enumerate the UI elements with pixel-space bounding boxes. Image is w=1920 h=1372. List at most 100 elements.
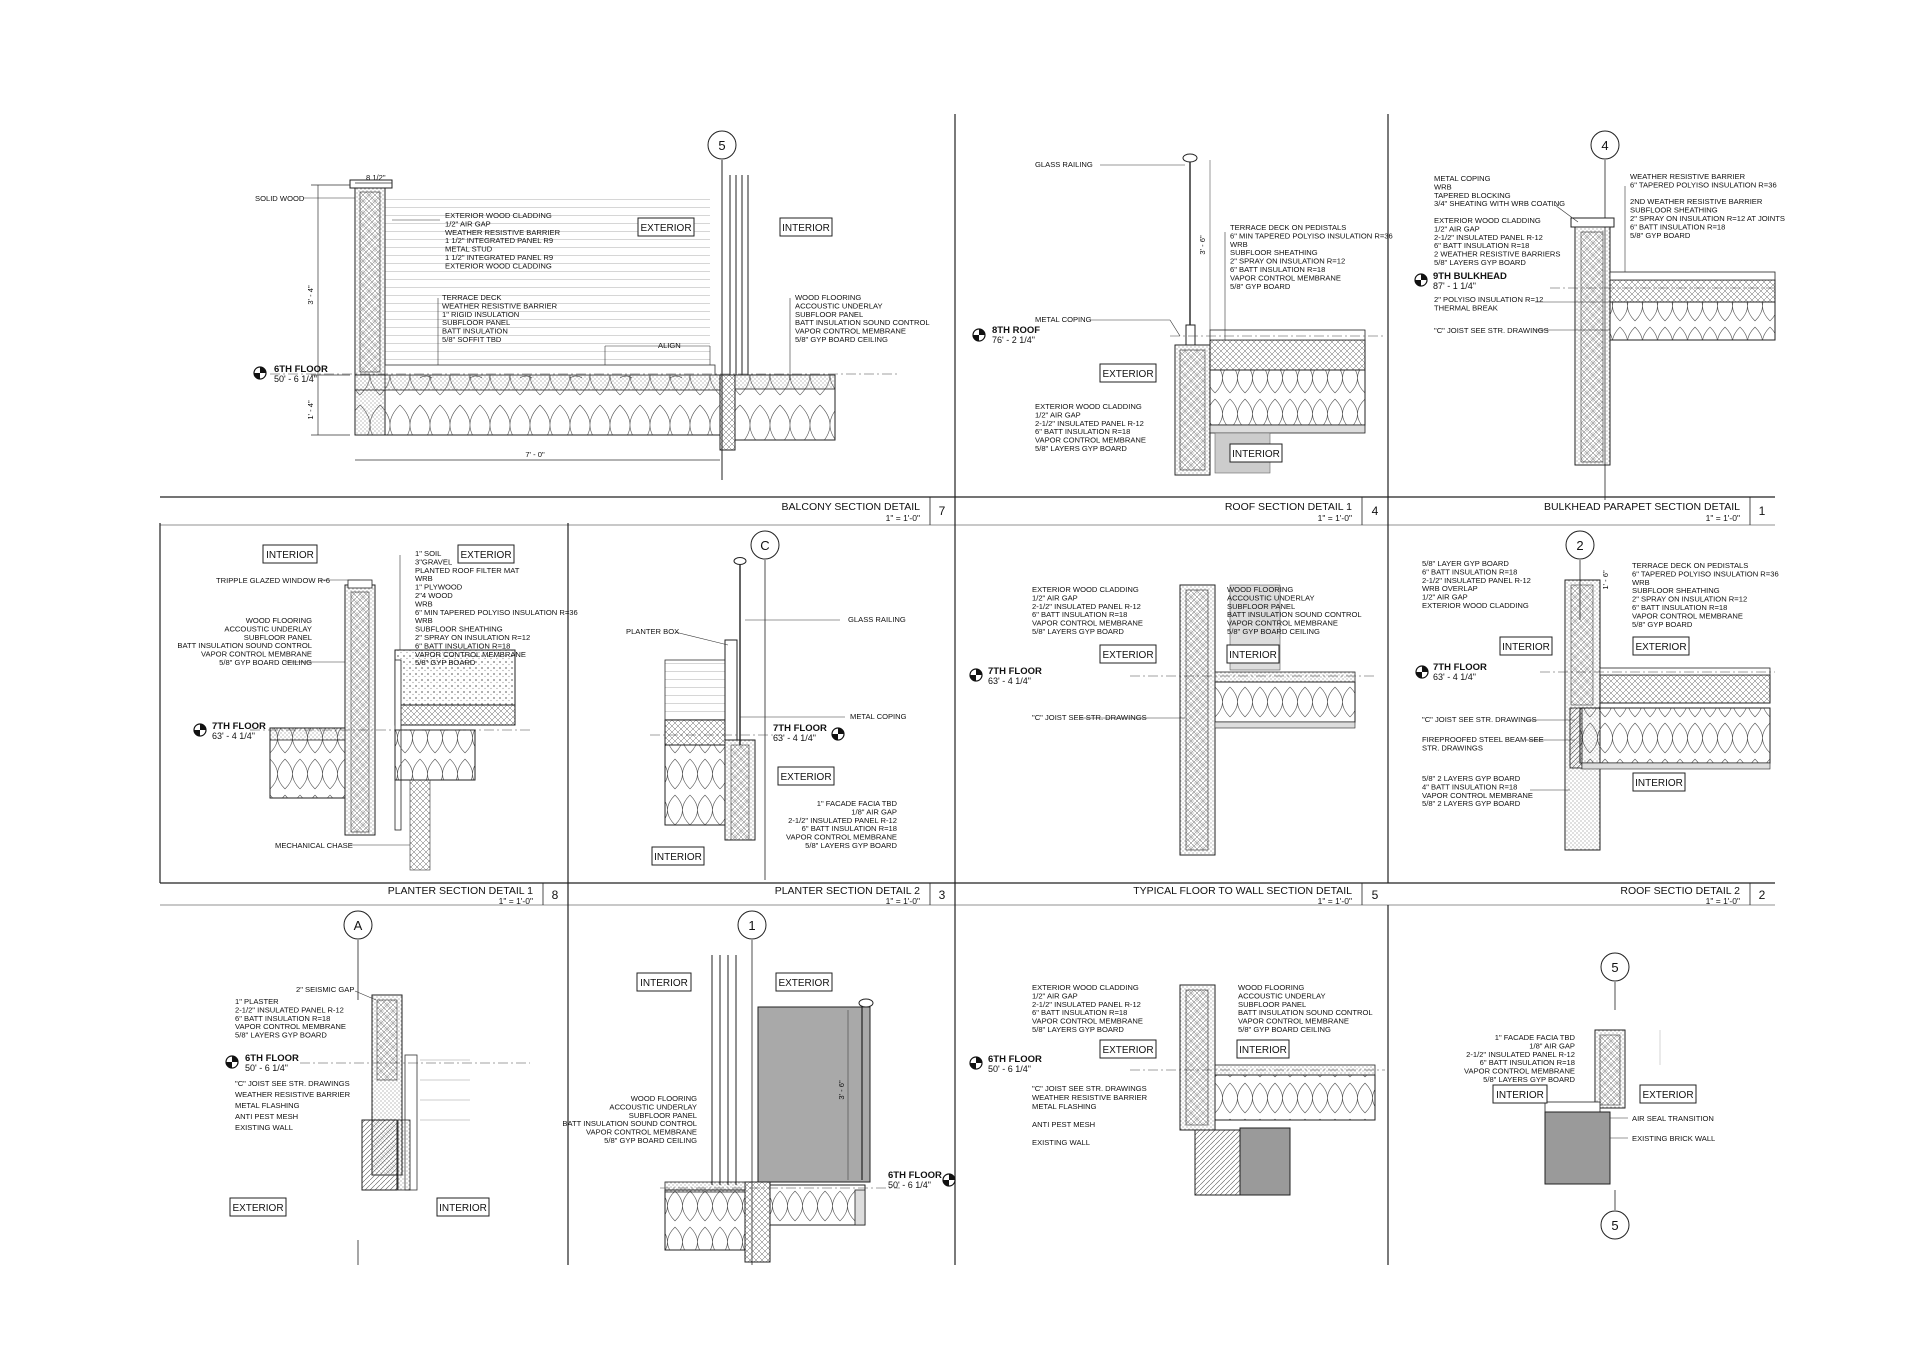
callout: "C" JOIST SEE STR. DRAWINGS <box>1032 713 1147 722</box>
section-bubble: 4 <box>1601 138 1608 153</box>
dimension: 1' - 4" <box>306 400 315 420</box>
zone-tag: INTERIOR <box>640 978 688 989</box>
title-block-1: BULKHEAD PARAPET SECTION DETAIL 1" = 1'-… <box>1388 497 1775 526</box>
zone-tag: INTERIOR <box>439 1203 487 1214</box>
callout-line: VAPOR CONTROL MEMBRANE <box>1032 1017 1143 1026</box>
callout-line: 6" BATT INSULATION R=18 <box>415 641 510 650</box>
title-block-5: TYPICAL FLOOR TO WALL SECTION DETAIL 1" … <box>955 883 1388 906</box>
level-marker-icon <box>253 366 267 380</box>
callout-line: VAPOR CONTROL MEMBRANE <box>201 650 312 659</box>
callout-line: 6" BATT INSULATION R=18 <box>1630 222 1725 231</box>
callout: GLASS RAILING <box>1035 160 1093 169</box>
callout-line: 6" BATT INSULATION R=18 <box>1035 427 1130 436</box>
level-name: 7TH FLOOR <box>1433 662 1487 673</box>
callout-line: 2-1/2" INSULATED PANEL R-12 <box>1466 1050 1575 1059</box>
callout-line: VAPOR CONTROL MEMBRANE <box>1230 273 1341 282</box>
callout-line: WEATHER RESISTIVE BARRIER <box>1032 1093 1148 1102</box>
roof-section-detail-1: 3' - 6" 8TH ROOF 76' - 2 1/4" GLASS RAIL… <box>972 153 1393 476</box>
callout-line: 1 1/2" INTEGRATED PANEL R9 <box>445 236 553 245</box>
level-marker-icon <box>969 668 983 682</box>
callout-line: 1" RIGID INSULATION <box>442 310 519 319</box>
zone-tag: INTERIOR <box>266 550 314 561</box>
zone-tag: EXTERIOR <box>778 978 829 989</box>
callout-line: WEATHER RESISTIVE BARRIER <box>445 228 561 237</box>
callout-line: 5/8" GYP BOARD CEILING <box>1227 627 1320 636</box>
level-elevation: 63' - 4 1/4" <box>773 733 816 743</box>
callout-line: TERRACE DECK <box>442 293 502 302</box>
frame-number: 1 <box>1759 504 1766 518</box>
dimension: 8 1/2" <box>366 173 386 182</box>
callout-line: 4" BATT INSULATION R=18 <box>1422 782 1517 791</box>
callout-line: WOOD FLOORING <box>1227 585 1293 594</box>
zone-tag: INTERIOR <box>1232 449 1280 460</box>
callout-line: VAPOR CONTROL MEMBRANE <box>1632 611 1743 620</box>
frame-title: BULKHEAD PARAPET SECTION DETAIL <box>1544 501 1740 513</box>
callout-line: SUBFLOOR PANEL <box>1227 602 1295 611</box>
section-bubble: 5 <box>718 138 725 153</box>
frame-number: 7 <box>939 504 946 518</box>
callout-line: 5/8" LAYERS GYP BOARD <box>1483 1075 1575 1084</box>
callout-line: VAPOR CONTROL MEMBRANE <box>235 1022 346 1031</box>
frame-title: TYPICAL FLOOR TO WALL SECTION DETAIL <box>1133 885 1352 897</box>
callout: MECHANICAL CHASE <box>275 841 353 850</box>
level-marker-icon <box>942 1173 956 1187</box>
callout-line: 1/2" AIR GAP <box>1032 991 1078 1000</box>
callout-line: WRB OVERLAP <box>1422 584 1478 593</box>
frame-title: PLANTER SECTION DETAIL 2 <box>775 885 920 897</box>
callout-line: EXTERIOR WOOD CLADDING <box>445 211 552 220</box>
balcony-section-detail: 5 8 1/2" 3' - 4" 1' - 4" 7' - 0" 6TH FLO… <box>253 130 930 480</box>
callout-line: ANTI PEST MESH <box>235 1112 298 1121</box>
callout-line: METAL COPING <box>1434 174 1491 183</box>
level-marker-icon <box>1415 665 1429 679</box>
callout-line: 2-1/2" INSULATED PANEL R-12 <box>235 1005 344 1014</box>
detail-5-brick-wall: 5 5 INTERIOR EXTERIOR AIR SEAL TRANSITIO… <box>1464 952 1715 1240</box>
callout-line: THERMAL BREAK <box>1434 303 1498 312</box>
callout-line: BATT INSULATION SOUND CONTROL <box>177 641 312 650</box>
callout-line: 2-1/2" INSULATED PANEL R-12 <box>1434 233 1543 242</box>
callout-line: SUBFLOOR SHEATHING <box>1632 586 1720 595</box>
title-block-4: ROOF SECTION DETAIL 1 1" = 1'-0" 4 <box>955 497 1388 526</box>
callout-line: 6" BATT INSULATION R=18 <box>1032 1008 1127 1017</box>
callout-line: 1" FACADE FACIA TBD <box>1495 1033 1576 1042</box>
callout-line: TERRACE DECK ON PEDISTALS <box>1230 223 1346 232</box>
level-elevation: 50' - 6 1/4" <box>274 374 317 384</box>
callout-line: 2ND WEATHER RESISTIVE BARRIER <box>1630 197 1763 206</box>
callout-line: BATT INSULATION SOUND CONTROL <box>795 318 930 327</box>
zone-tag: EXTERIOR <box>1102 1045 1153 1056</box>
callout-line: SUBFLOOR PANEL <box>244 633 312 642</box>
zone-tag: EXTERIOR <box>1635 642 1686 653</box>
callout-line: 2" SPRAY ON INSULATION R=12 <box>1230 257 1345 266</box>
callout-line: 6" MIN TAPERED POLYISO INSULATION R=36 <box>1230 231 1393 240</box>
level-elevation: 87' - 1 1/4" <box>1433 281 1476 291</box>
callout-list: 5/8" 2 LAYERS GYP BOARD 4" BATT INSULATIO… <box>1422 774 1533 808</box>
callout-line: EXTERIOR WOOD CLADDING <box>1035 402 1142 411</box>
callout-line: 1/2" AIR GAP <box>445 219 491 228</box>
callout-line: SUBFLOOR PANEL <box>1238 1000 1306 1009</box>
callout-line: 5/8" GYP BOARD CEILING <box>219 658 312 667</box>
callout-line: 6" BATT INSULATION R=18 <box>1480 1058 1575 1067</box>
level-marker-icon <box>972 328 986 342</box>
level-marker-icon <box>831 727 845 741</box>
callout: METAL COPING <box>850 712 907 721</box>
zone-tag: EXTERIOR <box>232 1203 283 1214</box>
callout-line: 2" SPRAY ON INSULATION R=12 <box>1632 595 1747 604</box>
callout-line: 2-1/2" INSULATED PANEL R-12 <box>1032 602 1141 611</box>
level-marker-icon <box>969 1056 983 1070</box>
callout-line: 6" MIN TAPERED POLYISO INSULATION R=36 <box>415 608 578 617</box>
callout-line: BATT INSULATION SOUND CONTROL <box>1238 1008 1373 1017</box>
level-name: 6TH FLOOR <box>274 364 328 375</box>
planter-section-detail-2: C 7TH FLOOR 63' - 4 1/4" GLASS RAILING P… <box>626 530 907 880</box>
callout-line: ACCOUSTIC UNDERLAY <box>224 624 312 633</box>
section-bubble: A <box>354 918 363 933</box>
callout-line: METAL FLASHING <box>235 1101 300 1110</box>
callout-line: 5/8" SOFFIT TBD <box>442 335 502 344</box>
callout-line: METAL FLASHING <box>1032 1102 1097 1111</box>
callout-line: 5/8" 2 LAYERS GYP BOARD <box>1422 799 1521 808</box>
title-block-8: PLANTER SECTION DETAIL 1 1" = 1'-0" 8 <box>160 883 568 906</box>
bulkhead-parapet-section-detail: 4 9TH BULKHEAD 87' - 1 1/4" METAL COPING… <box>1414 130 1785 500</box>
callout: EXISTING BRICK WALL <box>1632 1134 1715 1143</box>
